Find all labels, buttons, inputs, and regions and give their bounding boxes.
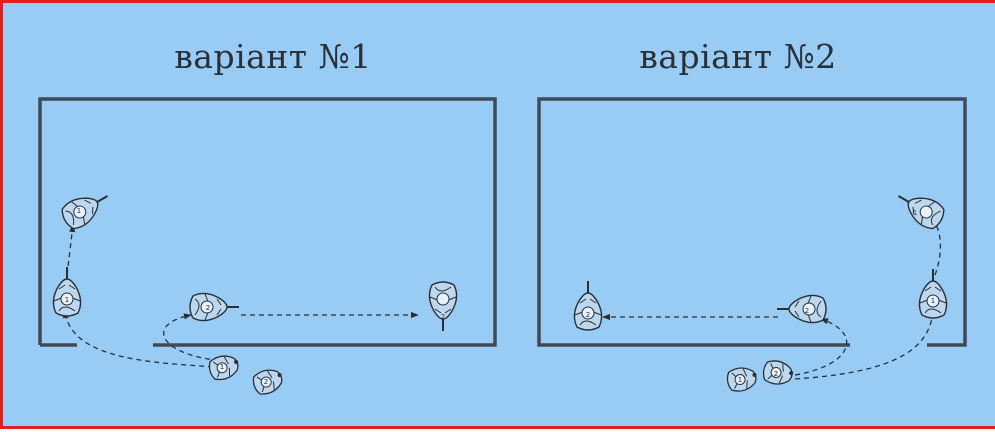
figure-mark: 2 xyxy=(586,311,590,319)
arena-2 xyxy=(539,99,965,345)
figure-mark: 2 xyxy=(441,313,445,321)
figure-mark: 2 xyxy=(774,370,778,378)
figure-mark: 1 xyxy=(65,296,69,304)
figure-mark: 1 xyxy=(77,207,81,215)
route-2 xyxy=(603,215,940,379)
rider-figure xyxy=(53,184,456,331)
figure-mark: 1 xyxy=(220,363,224,371)
waiting-riders-1 xyxy=(207,352,286,397)
figure-mark: 1 xyxy=(931,297,935,305)
figure-mark: 2 xyxy=(206,304,210,312)
waiting-riders-2 xyxy=(726,359,795,393)
figure-mark: 1 xyxy=(913,209,917,217)
figure-mark: 2 xyxy=(264,378,268,386)
figure-mark: 1 xyxy=(738,376,742,384)
diagram-canvas: 1 1 2 2 1 2 1 1 xyxy=(3,3,995,432)
rider-figure xyxy=(574,184,947,330)
figure-mark: 2 xyxy=(805,307,809,315)
arena-1 xyxy=(40,99,495,345)
